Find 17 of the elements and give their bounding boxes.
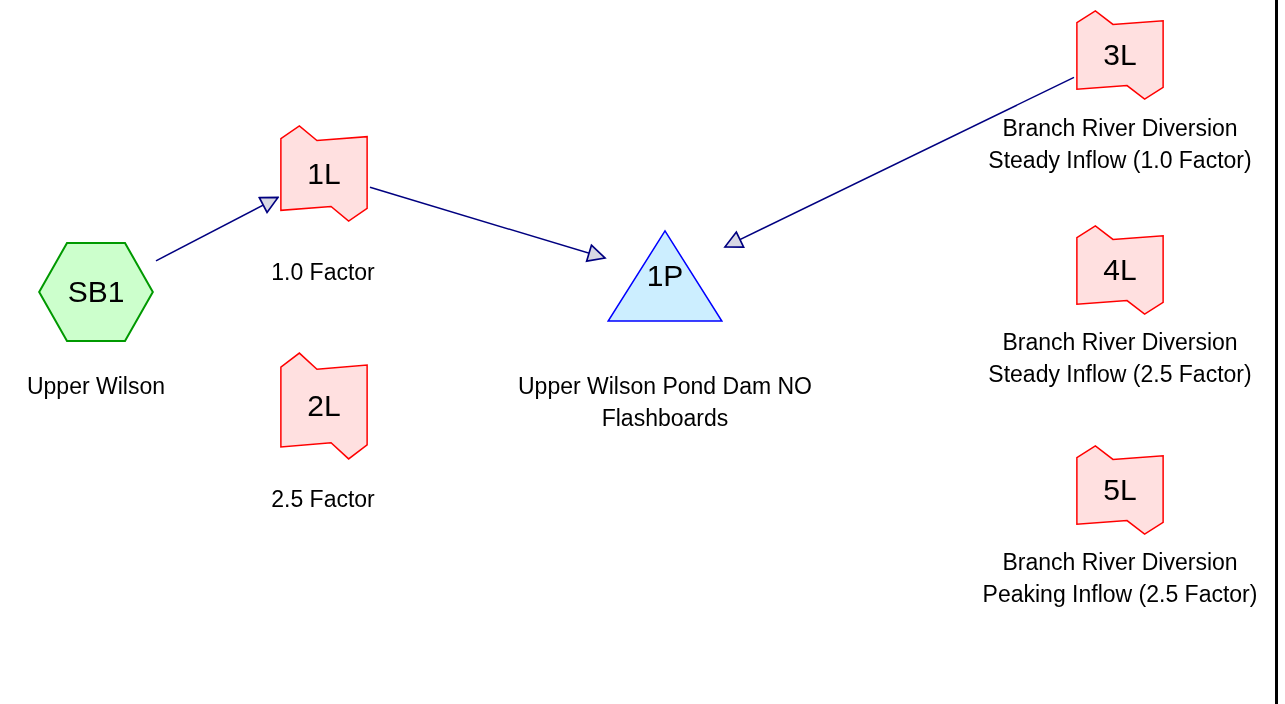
node-caption: 2.5 Factor <box>270 485 376 514</box>
node-caption: Branch River Diversion Peaking Inflow (2.5 Factor) <box>981 548 1259 610</box>
node-id: 1L <box>307 158 341 189</box>
node-id: 2L <box>307 391 341 421</box>
node-caption: Upper Wilson <box>25 372 166 401</box>
node-id: 1P <box>646 261 684 291</box>
arrow <box>155 196 279 262</box>
arrow <box>369 186 606 262</box>
node-caption: Branch River Diversion Steady Inflow (2.5 Factor) <box>987 328 1253 390</box>
node-caption: Branch River Diversion Steady Inflow (1.0 Factor) <box>987 114 1253 176</box>
node-id: 3L <box>1103 40 1137 70</box>
node-id: 5L <box>1103 475 1137 505</box>
node-caption: 1.0 Factor <box>270 258 376 287</box>
node-caption: Upper Wilson Pond Dam NO Flashboards <box>517 372 813 434</box>
node-id: SB1 <box>67 277 125 307</box>
node-id: 4L <box>1103 255 1137 285</box>
arrow <box>724 76 1075 248</box>
